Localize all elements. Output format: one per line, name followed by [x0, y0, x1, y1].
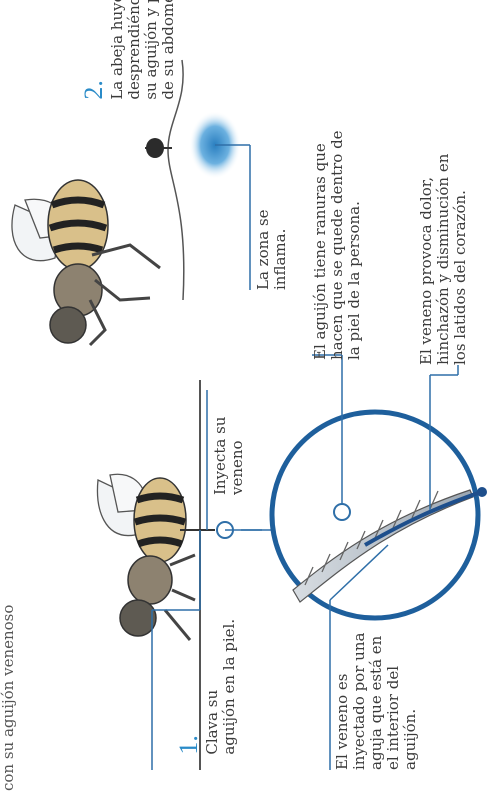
inflamed-area-label: La zona se inflama. [255, 209, 289, 290]
step-1-number: 1. [174, 735, 203, 755]
venom-drop [477, 487, 487, 497]
inject-venom-label: Inyecta su veneno [212, 417, 246, 495]
step-1-label: 1. Clava su aguijón en la piel. [155, 619, 257, 775]
venom-injection-label: El veneno es inyectado por una aguja que… [334, 633, 419, 770]
detached-stinger [146, 138, 164, 158]
step-2-number: 2. [79, 80, 108, 100]
barbs-label: El aguijón tiene ranuras que hacen que s… [312, 130, 363, 360]
header-fragment: con su aguijón venenoso [0, 605, 17, 791]
step-2-text: La abeja huye desprendiéndose de su agui… [109, 0, 177, 100]
magnified-stinger-view [272, 412, 487, 618]
barb-marker [334, 504, 350, 520]
fleeing-bee-illustration [12, 180, 160, 345]
step-1-text: Clava su aguijón en la piel. [204, 619, 238, 755]
pain-effects-label: El veneno provoca dolor, hinchazón y dis… [418, 154, 469, 365]
step-2-label: 2. La abeja huye desprendiéndose de su a… [60, 0, 196, 120]
